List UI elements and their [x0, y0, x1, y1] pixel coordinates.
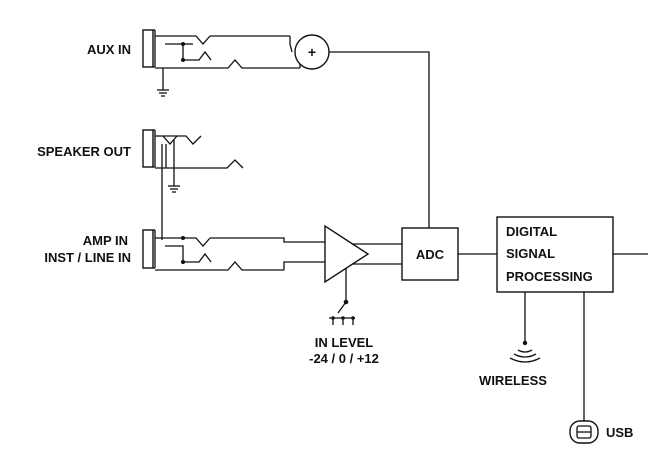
ground-icon — [168, 185, 180, 193]
amp-in-label-line1: AMP IN — [83, 233, 128, 248]
amp-in-label-line2: INST / LINE IN — [44, 250, 131, 265]
speaker-out-label: SPEAKER OUT — [37, 144, 131, 159]
jack-icon — [142, 129, 244, 186]
dsp-block: DIGITAL SIGNAL PROCESSING — [496, 216, 614, 293]
summing-junction-icon: + — [294, 34, 330, 70]
speaker-out-section: SPEAKER OUT — [37, 129, 244, 193]
amp-in-section: AMP IN INST / LINE IN — [44, 229, 325, 271]
wireless-label: WIRELESS — [479, 373, 547, 388]
wireless-icon — [509, 340, 541, 363]
aux-in-section: AUX IN — [87, 29, 301, 97]
ground-icon — [157, 89, 169, 97]
dsp-label-line3: PROCESSING — [506, 269, 593, 284]
dsp-label-line2: SIGNAL — [506, 246, 555, 261]
jack-icon — [142, 229, 284, 271]
jack-icon — [142, 29, 300, 90]
summer-symbol: + — [308, 44, 316, 60]
dsp-label-line1: DIGITAL — [506, 224, 557, 239]
adc-block: ADC — [401, 227, 459, 281]
in-level-label: IN LEVEL — [315, 335, 374, 350]
usb-connector-icon — [569, 420, 599, 444]
aux-in-label: AUX IN — [87, 42, 131, 57]
adc-label: ADC — [416, 247, 445, 262]
in-level-values: -24 / 0 / +12 — [309, 351, 379, 366]
three-position-switch-icon — [329, 299, 355, 325]
usb-label: USB — [606, 425, 633, 440]
